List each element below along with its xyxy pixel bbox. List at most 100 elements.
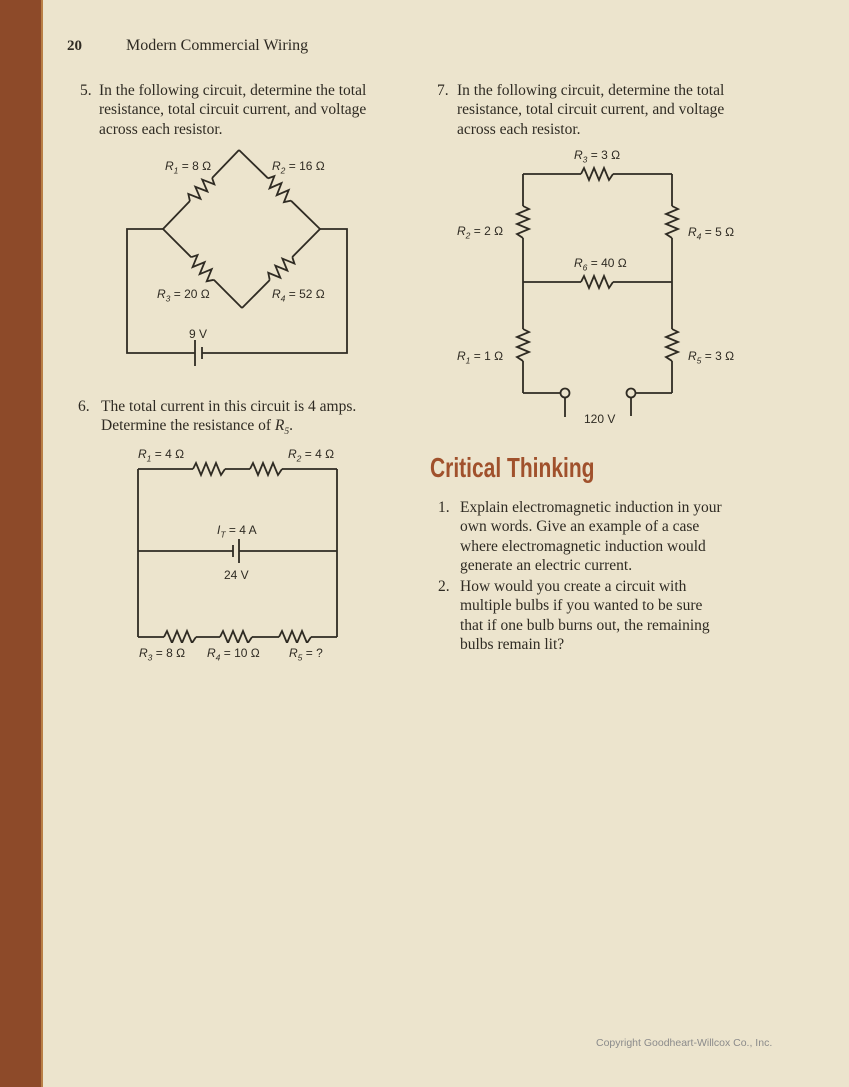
resistor-value: = 52 Ω: [285, 287, 325, 301]
resistor-symbol: R: [457, 349, 466, 363]
question-7-number: 7.: [437, 82, 449, 99]
resistor-label-r6-c7: R6 = 40 Ω: [574, 256, 627, 272]
resistor-symbol: R: [138, 447, 147, 461]
resistor-symbol: R: [574, 256, 583, 270]
ct-item-2-number: 2.: [438, 578, 450, 595]
resistor-label-r3-c7: R3 = 3 Ω: [574, 148, 621, 165]
resistor-symbol: R: [574, 148, 583, 162]
book-title: Modern Commercial Wiring: [126, 37, 309, 54]
resistor-label-r4-c6: R4 = 10 Ω: [207, 646, 260, 663]
resistor-subscript: 3: [165, 293, 171, 304]
resistor-label-r4-c7: R4 = 5 Ω: [688, 225, 735, 242]
resistor-value: = 40 Ω: [587, 256, 627, 270]
resistor-label-r2-c5: R2 = 16 Ω: [272, 159, 325, 176]
ct-text-line: multiple bulbs if you wanted to be sure: [460, 597, 703, 615]
resistor-value: = 3 Ω: [701, 349, 735, 363]
resistor-subscript: 3: [582, 154, 588, 165]
current-value: = 4 A: [225, 523, 257, 537]
resistor-value: = 5 Ω: [701, 225, 735, 239]
question-text-line: resistance, total circuit current, and v…: [457, 101, 725, 119]
question-text-line: In the following circuit, determine the …: [99, 82, 367, 99]
current-symbol: I: [217, 523, 221, 537]
copyright-notice: Copyright Goodheart-Willcox Co., Inc.: [596, 1037, 773, 1049]
battery-label-c6: 24 V: [224, 568, 249, 582]
resistor-symbol: R: [139, 646, 148, 660]
question-text-line: resistance, total circuit current, and v…: [99, 101, 367, 119]
source-label-c7: 120 V: [584, 412, 616, 426]
current-subscript: T: [220, 529, 226, 540]
resistor-value: = 20 Ω: [170, 287, 210, 301]
question-6-number: 6.: [78, 398, 90, 415]
resistor-symbol: R: [165, 159, 174, 173]
circuit-diagram-q6: [137, 462, 338, 643]
ct-text-line: that if one bulb burns out, the remainin…: [460, 616, 710, 634]
battery-label-c5: 9 V: [189, 327, 208, 341]
resistor-label-r1-c6: R1 = 4 Ω: [138, 447, 184, 464]
resistor-symbol: R: [272, 287, 281, 301]
page-number: 20: [67, 38, 82, 54]
resistor-value: = 1 Ω: [470, 349, 504, 363]
resistor-subscript: 2: [465, 230, 471, 241]
critical-thinking-heading: Critical Thinking: [430, 452, 595, 483]
page-margin-stripe: [0, 0, 43, 1087]
current-label-c6: IT = 4 A: [217, 523, 257, 540]
resistor-subscript: 3: [147, 652, 153, 663]
ct-text-line: generate an electric current.: [460, 557, 633, 575]
resistor-symbol: R: [289, 646, 298, 660]
question-text-line: across each resistor.: [457, 120, 581, 138]
resistor-value: = 8 Ω: [178, 159, 212, 173]
resistor-subscript: 4: [696, 231, 702, 242]
ct-text-line: where electromagnetic induction would: [460, 537, 706, 555]
resistor-value: = 2 Ω: [470, 224, 504, 238]
resistor-label-r3-c6: R3 = 8 Ω: [139, 646, 185, 663]
resistor-value: = 10 Ω: [220, 646, 260, 660]
resistor-symbol: R: [274, 417, 285, 435]
resistor-subscript: 5: [297, 652, 303, 663]
resistor-value: = ?: [302, 646, 323, 660]
resistor-subscript: 2: [296, 453, 302, 464]
resistor-label-r4-c5: R4 = 52 Ω: [272, 287, 325, 304]
ct-text-line: bulbs remain lit?: [460, 636, 565, 654]
resistor-label-r5-c6: R5 = ?: [289, 646, 323, 663]
question-text-line: across each resistor.: [99, 120, 223, 138]
ct-item-1-number: 1.: [438, 499, 450, 516]
resistor-label-r2-c7: R2 = 2 Ω: [457, 224, 504, 241]
resistor-subscript: 2: [280, 165, 286, 176]
question-text-fragment: Determine the resistance of: [101, 417, 275, 435]
resistor-symbol: R: [207, 646, 216, 660]
circuit-diagram-q5: [126, 149, 348, 366]
resistor-value: = 16 Ω: [285, 159, 325, 173]
resistor-symbol: R: [157, 287, 166, 301]
resistor-label-r5-c7: R5 = 3 Ω: [688, 349, 735, 366]
resistor-symbol: R: [457, 224, 466, 238]
resistor-symbol: R: [288, 447, 297, 461]
question-7-text: In the following circuit, determine the …: [457, 81, 724, 139]
resistor-subscript: 1: [173, 165, 179, 176]
resistor-subscript: 4: [280, 293, 286, 304]
ct-item-1-text: Explain electromagnetic induction in you…: [460, 498, 722, 576]
question-5-number: 5.: [80, 82, 92, 99]
question-text-line: The total current in this circuit is 4 a…: [101, 398, 357, 415]
resistor-label-r3-c5: R3 = 20 Ω: [157, 287, 210, 304]
resistor-subscript: 5: [284, 427, 290, 438]
ct-text-line: own words. Give an example of a case: [460, 518, 700, 536]
resistor-label-r1-c7: R1 = 1 Ω: [457, 349, 504, 366]
resistor-subscript: 4: [215, 652, 221, 663]
resistor-symbol: R: [272, 159, 281, 173]
resistor-subscript: 1: [146, 453, 152, 464]
question-text-line: In the following circuit, determine the …: [457, 82, 725, 99]
question-6-text: The total current in this circuit is 4 a…: [101, 397, 357, 438]
resistor-value: = 3 Ω: [587, 148, 621, 162]
question-text-line: Determine the resistance of R5.: [101, 416, 356, 438]
resistor-subscript: 1: [465, 355, 471, 366]
resistor-value: = 4 Ω: [301, 447, 335, 461]
circuit-diagram-q7: [516, 167, 679, 417]
resistor-label-r1-c5: R1 = 8 Ω: [165, 159, 212, 176]
resistor-symbol: R: [688, 225, 697, 239]
ct-item-2-text: How would you create a circuit with mult…: [460, 577, 710, 655]
ct-text-line: Explain electromagnetic induction in you…: [460, 499, 722, 516]
resistor-subscript: 5: [696, 355, 702, 366]
resistor-symbol: R: [688, 349, 697, 363]
resistor-label-r2-c6: R2 = 4 Ω: [288, 447, 335, 464]
